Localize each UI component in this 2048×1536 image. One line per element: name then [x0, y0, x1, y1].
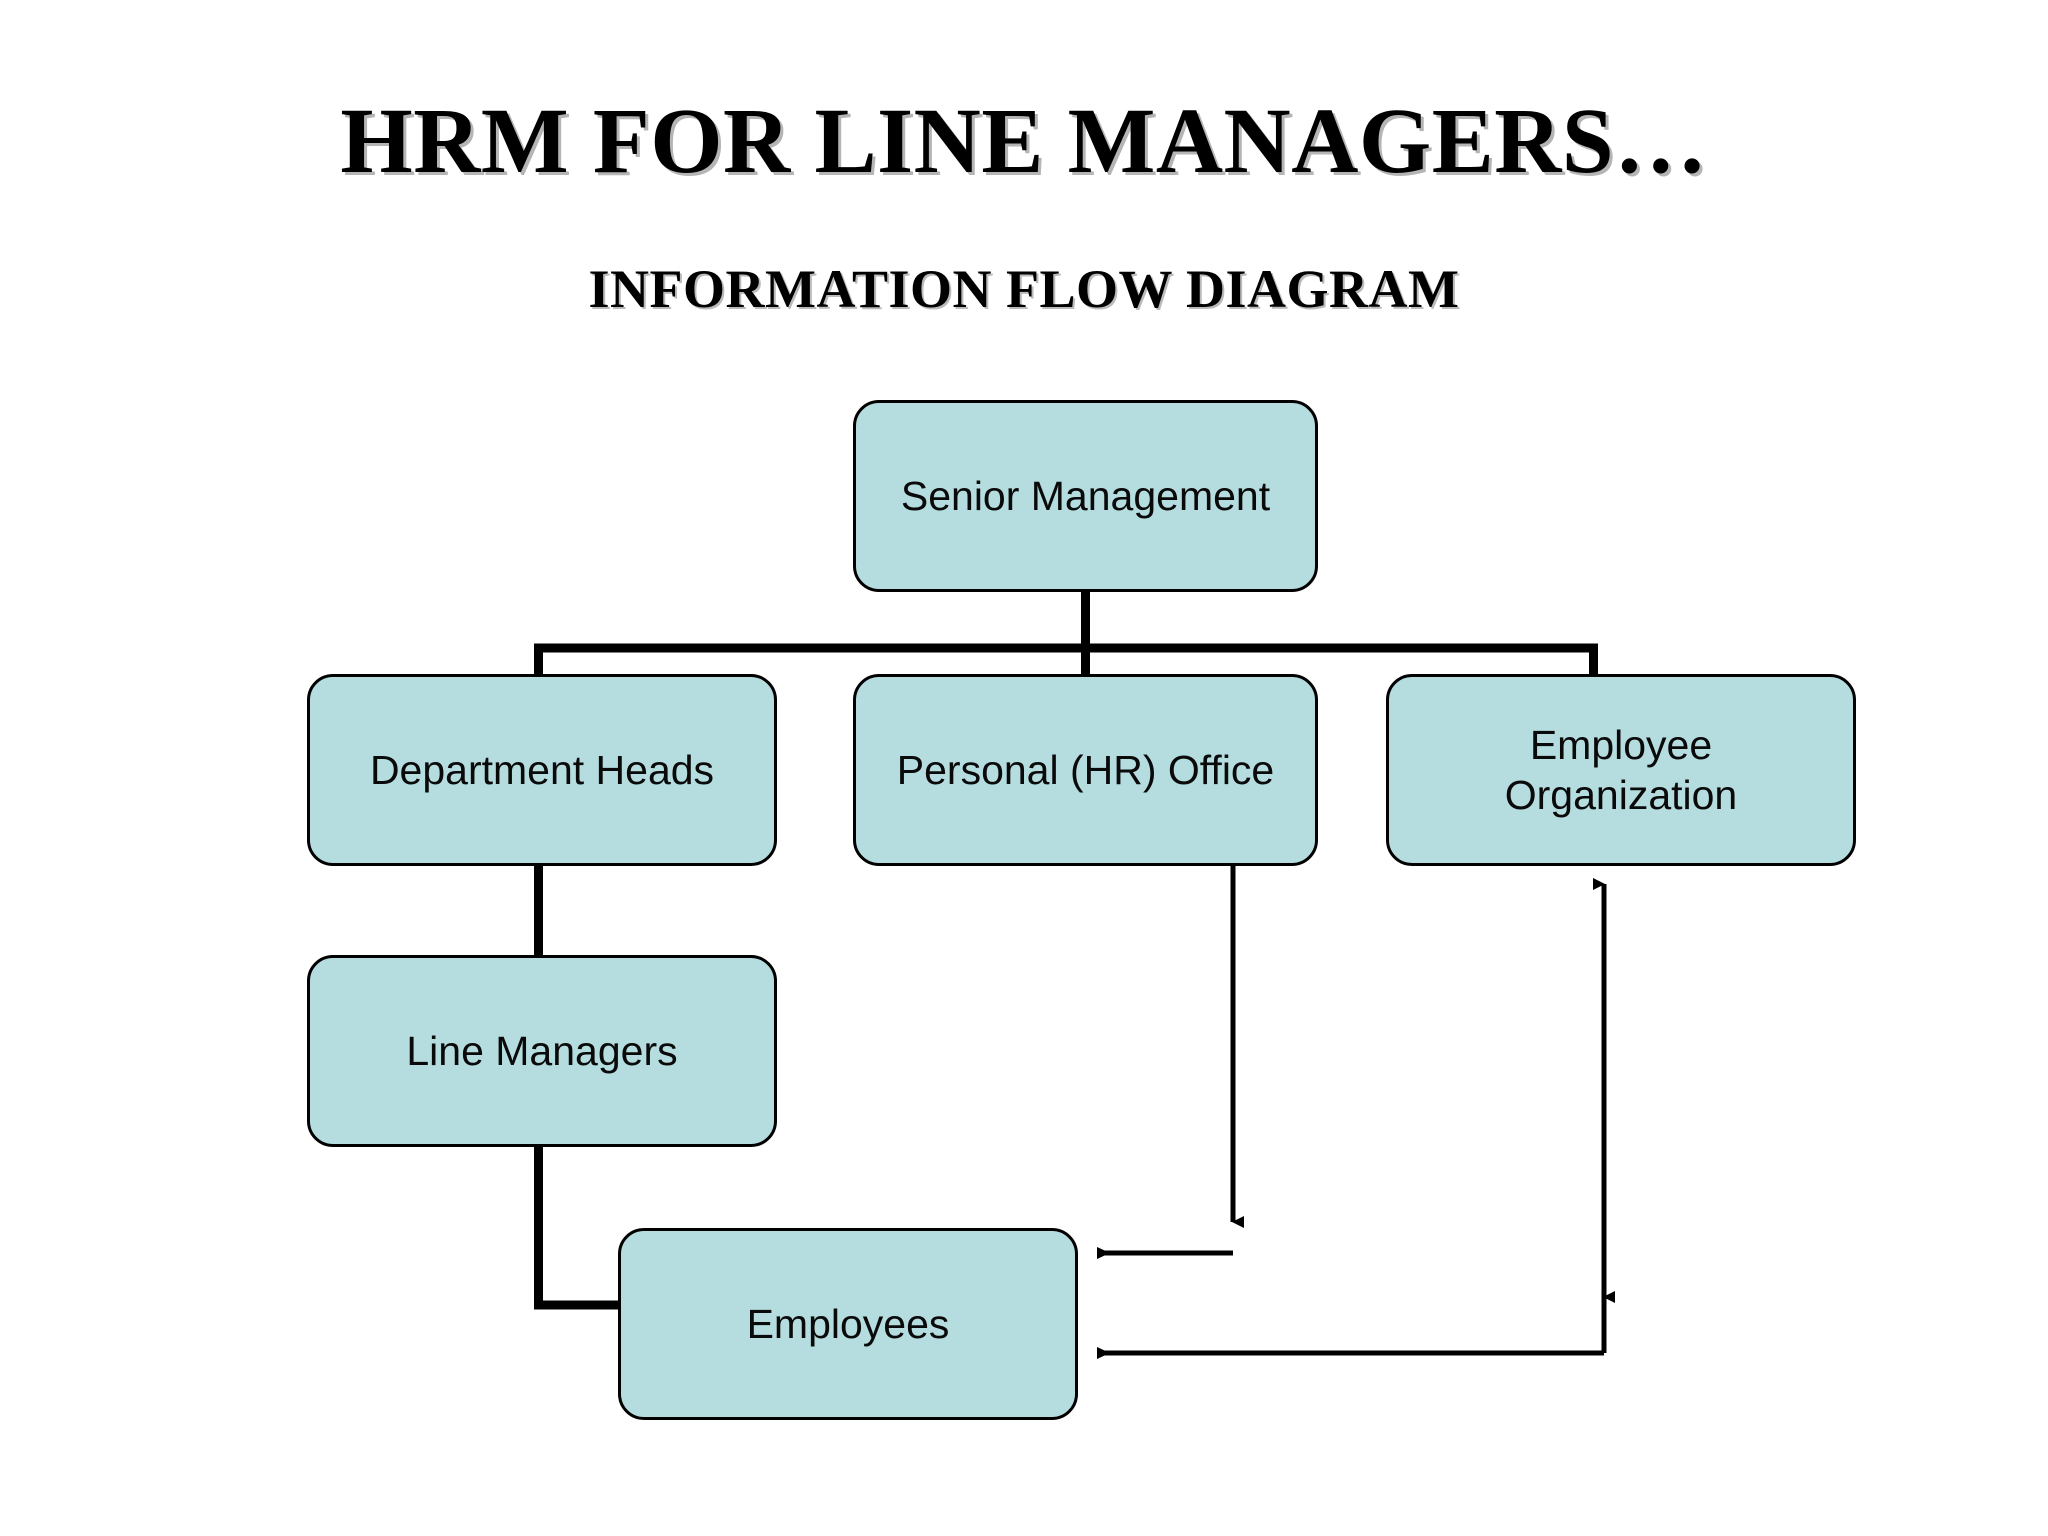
page-title: HRM FOR LINE MANAGERS… [340, 90, 1708, 193]
node-line-managers[interactable]: Line Managers [307, 955, 777, 1147]
node-employee-organization-label-line2: Organization [1504, 772, 1738, 818]
node-senior-management[interactable]: Senior Management [853, 400, 1318, 592]
node-employees-label: Employees [746, 1300, 950, 1347]
connector-hr-office-to-employees [1097, 866, 1244, 1259]
node-department-heads-label: Department Heads [369, 746, 715, 793]
node-employee-organization-label: Employee Organization [1505, 720, 1737, 820]
node-hr-office-label: Personal (HR) Office [896, 746, 1275, 793]
node-senior-management-label: Senior Management [900, 472, 1271, 519]
node-employees[interactable]: Employees [618, 1228, 1078, 1420]
node-hr-office[interactable]: Personal (HR) Office [853, 674, 1318, 866]
page-subtitle: INFORMATION FLOW DIAGRAM [588, 259, 1460, 319]
node-employee-organization[interactable]: Employee Organization [1386, 674, 1856, 866]
connector-senior-to-bus [534, 592, 1598, 653]
node-employee-organization-label-line1: Employee [1529, 721, 1713, 768]
node-department-heads[interactable]: Department Heads [307, 674, 777, 866]
connector-line-managers-to-employees [534, 1147, 622, 1310]
connector-employee-organization-to-employees [1097, 878, 1615, 1359]
node-line-managers-label: Line Managers [406, 1027, 678, 1074]
